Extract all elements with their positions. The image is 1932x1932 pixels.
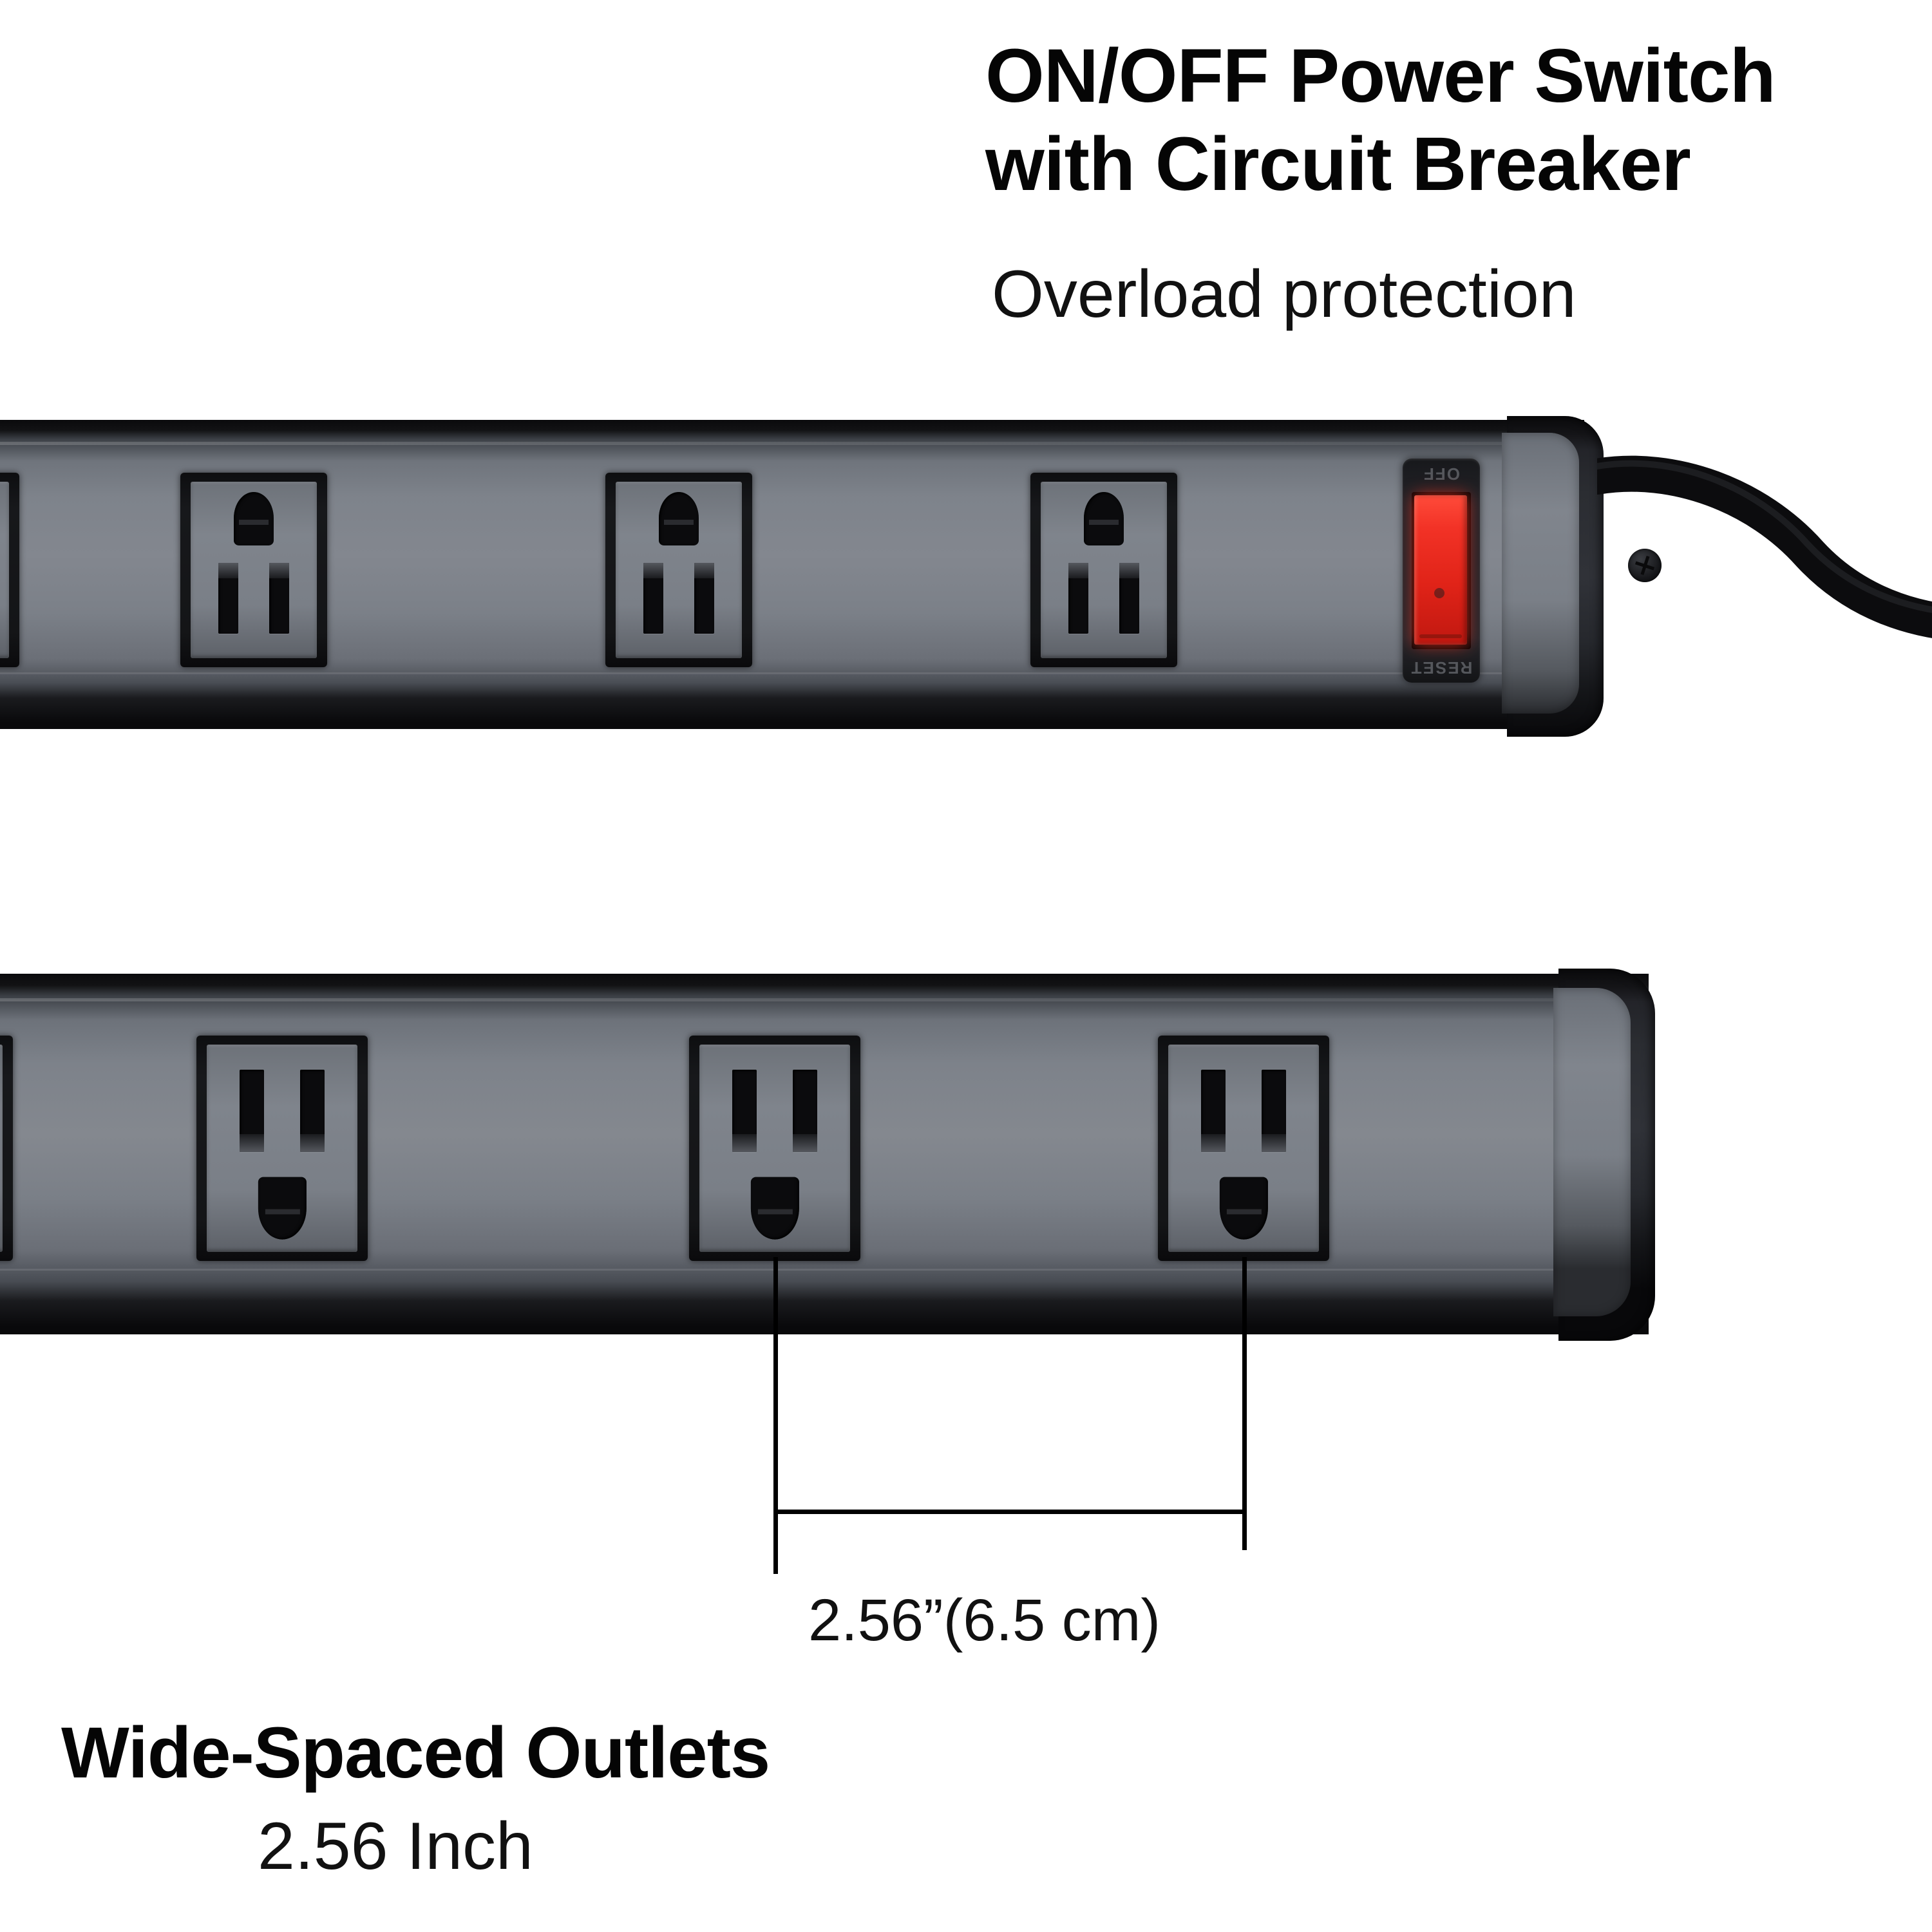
ground-pin-bar bbox=[239, 520, 269, 525]
screw-icon bbox=[1628, 549, 1662, 582]
hot-blade-slot bbox=[1262, 1069, 1286, 1153]
headline-line-1: ON/OFF Power Switch bbox=[985, 33, 1776, 118]
slot-bevel bbox=[643, 563, 664, 579]
page-title: ON/OFF Power Switch with Circuit Breaker bbox=[985, 32, 1900, 209]
slot-bevel bbox=[1201, 1134, 1226, 1153]
slot-bevel bbox=[1262, 1134, 1286, 1153]
neutral-blade-slot bbox=[1201, 1069, 1226, 1153]
outlet-bottom-2[interactable] bbox=[689, 1036, 860, 1261]
power-strip-top: OFF RESET bbox=[0, 416, 1662, 737]
ground-pin-bar bbox=[757, 1209, 792, 1215]
ground-pin-slot bbox=[1083, 492, 1124, 545]
outlet-bottom-0[interactable] bbox=[0, 1036, 13, 1261]
outlet-top-3[interactable] bbox=[1030, 473, 1177, 667]
neutral-blade-slot bbox=[1068, 563, 1089, 634]
strip-lower-highlight-top bbox=[0, 672, 1584, 674]
ground-pin-bar bbox=[1089, 520, 1119, 525]
strip-end-cap-top bbox=[1502, 416, 1604, 737]
slot-bevel bbox=[300, 1134, 325, 1153]
dimension-span-line bbox=[773, 1510, 1247, 1514]
outlet-top-1[interactable] bbox=[180, 473, 327, 667]
outlet-bottom-3[interactable] bbox=[1158, 1036, 1329, 1261]
power-switch-circuit-breaker[interactable]: OFF RESET bbox=[1403, 459, 1480, 683]
rocker-illuminated[interactable] bbox=[1414, 495, 1467, 645]
power-strip-bottom bbox=[0, 969, 1655, 1341]
strip-end-cap-face-top bbox=[1502, 433, 1579, 714]
rocker-edge-line bbox=[1419, 634, 1462, 638]
feature-caption-title: Wide-Spaced Outlets bbox=[61, 1712, 770, 1793]
slot-bevel bbox=[218, 563, 239, 579]
switch-off-label: OFF bbox=[1423, 464, 1460, 484]
hot-blade-slot bbox=[694, 563, 714, 634]
ground-pin-slot bbox=[258, 1177, 307, 1240]
outlet-face bbox=[191, 482, 317, 658]
neutral-blade-slot bbox=[218, 563, 239, 634]
outlet-face bbox=[1168, 1045, 1319, 1252]
outlet-face bbox=[1041, 482, 1167, 658]
dimension-leader-right bbox=[1242, 1257, 1247, 1550]
dimension-leader-left bbox=[773, 1257, 778, 1574]
outlet-face bbox=[699, 1045, 850, 1252]
dimension-label: 2.56”(6.5 cm) bbox=[808, 1587, 1161, 1653]
neutral-blade-slot bbox=[643, 563, 664, 634]
ground-pin-slot bbox=[1219, 1177, 1268, 1240]
outlet-top-0[interactable] bbox=[0, 473, 19, 667]
strip-highlight-top bbox=[0, 442, 1584, 445]
slot-bevel bbox=[269, 563, 289, 579]
ground-pin-slot bbox=[750, 1177, 799, 1240]
ground-pin-bar bbox=[664, 520, 694, 525]
headline-line-2: with Circuit Breaker bbox=[985, 121, 1691, 207]
strip-highlight-bottom bbox=[0, 998, 1649, 1001]
neutral-blade-slot bbox=[240, 1069, 264, 1153]
outlet-face bbox=[616, 482, 742, 658]
ground-pin-bar bbox=[1226, 1209, 1261, 1215]
hot-blade-slot bbox=[1119, 563, 1139, 634]
outlet-face bbox=[0, 482, 9, 658]
feature-caption-subtitle: 2.56 Inch bbox=[258, 1809, 533, 1884]
outlet-face bbox=[207, 1045, 357, 1252]
slot-bevel bbox=[1119, 563, 1139, 579]
ground-pin-slot bbox=[233, 492, 274, 545]
outlet-face bbox=[0, 1045, 3, 1252]
power-cord-top bbox=[1597, 455, 1932, 638]
slot-bevel bbox=[694, 563, 714, 579]
switch-reset-label: RESET bbox=[1410, 658, 1473, 677]
subheadline: Overload protection bbox=[992, 257, 1577, 332]
strip-end-cap-face-bottom bbox=[1553, 988, 1631, 1316]
rocker-well bbox=[1412, 492, 1471, 649]
hot-blade-slot bbox=[300, 1069, 325, 1153]
strip-end-cap-bottom bbox=[1553, 969, 1655, 1341]
hot-blade-slot bbox=[793, 1069, 817, 1153]
slot-bevel bbox=[240, 1134, 264, 1153]
strip-lower-highlight-bottom bbox=[0, 1269, 1649, 1271]
ground-pin-bar bbox=[265, 1209, 299, 1215]
neutral-blade-slot bbox=[732, 1069, 757, 1153]
slot-bevel bbox=[793, 1134, 817, 1153]
slot-bevel bbox=[732, 1134, 757, 1153]
ground-pin-slot bbox=[658, 492, 699, 545]
slot-bevel bbox=[1068, 563, 1089, 579]
outlet-top-2[interactable] bbox=[605, 473, 752, 667]
outlet-bottom-1[interactable] bbox=[196, 1036, 368, 1261]
rocker-pivot-dot bbox=[1434, 587, 1445, 598]
hot-blade-slot bbox=[269, 563, 289, 634]
